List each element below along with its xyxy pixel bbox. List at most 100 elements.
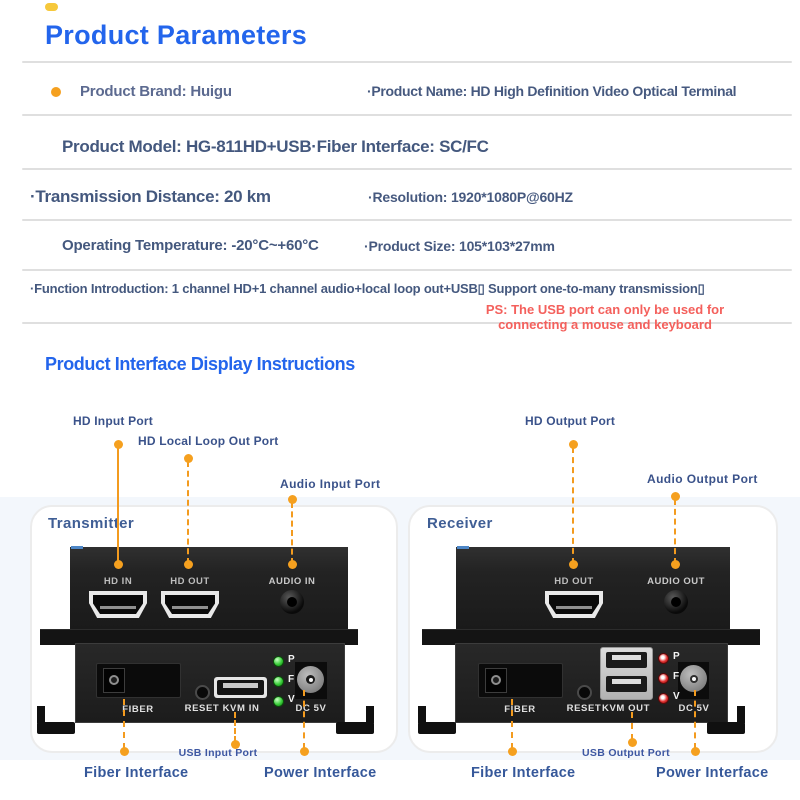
page-title: Product Parameters [45, 20, 308, 50]
leader-dot [628, 738, 637, 747]
leader-dot [288, 560, 297, 569]
param-size: ·Product Size: 105*103*27mm [364, 238, 555, 254]
tx-left-foot [37, 722, 75, 734]
leader-audio-input [291, 502, 293, 564]
tx-hd-out-label: HD OUT [170, 576, 210, 587]
rx-led-power [658, 653, 669, 664]
tx-panel-highlight [71, 546, 83, 549]
rx-audio-jack-hole [671, 597, 681, 607]
tx-audio-in-label: AUDIO IN [268, 576, 316, 587]
tx-led-fiber [273, 676, 284, 687]
leader-usb-input [234, 712, 236, 742]
rx-led-video [658, 693, 669, 704]
rx-fiber-label: FIBER [504, 704, 536, 715]
rx-usb-pin-2 [612, 679, 641, 684]
leader-hd-local-loop [187, 461, 189, 564]
rx-right-bracket [737, 706, 745, 723]
leader-power-rx [694, 690, 696, 749]
param-distance: ·Transmission Distance: 20 km [30, 187, 271, 206]
separator [22, 219, 792, 221]
rx-dc-label: DC 5V [678, 703, 710, 714]
rx-usb-pin-1 [612, 655, 641, 660]
param-brand: Product Brand: Huigu [80, 83, 232, 100]
tx-kvm-label: KVM IN [222, 703, 260, 714]
leader-dot [120, 747, 129, 756]
rx-hdmi-out-port [545, 591, 603, 618]
param-function: ·Function Introduction: 1 channel HD+1 c… [30, 281, 705, 296]
tx-dc-label: DC 5V [295, 703, 327, 714]
ps-note: PS: The USB port can only be used for co… [440, 302, 770, 332]
callout-hd-local-loop: HD Local Loop Out Port [138, 434, 279, 448]
tx-reset-button [195, 685, 210, 700]
callout-hd-output: HD Output Port [525, 414, 616, 428]
tx-hdmi-out-port [161, 591, 219, 618]
rx-flange [422, 629, 760, 645]
rx-left-bracket [418, 706, 426, 723]
tx-fiber-label: FIBER [122, 704, 154, 715]
rx-led-fiber [658, 673, 669, 684]
param-resolution: ·Resolution: 1920*1080P@60HZ [368, 189, 573, 205]
tx-led-f-label: F [288, 674, 295, 685]
tx-dc-jack-pin [309, 678, 313, 682]
tx-hdmi-in-port [89, 591, 147, 618]
rx-audio-out-label: AUDIO OUT [647, 576, 705, 587]
rx-hd-out-label: HD OUT [554, 576, 594, 587]
rx-fiber-ferrule [491, 675, 501, 685]
hdmi-port-inner [165, 595, 215, 614]
tx-led-p-label: P [288, 654, 295, 665]
tx-right-bracket [366, 706, 374, 723]
rx-right-foot [707, 722, 745, 734]
callout-power-tx: Power Interface [264, 765, 377, 781]
rx-reset-label: RESET [566, 703, 602, 714]
tx-led-v-label: V [288, 694, 295, 705]
tx-right-foot [336, 722, 374, 734]
callout-fiber-rx: Fiber Interface [471, 765, 576, 781]
rx-left-foot [418, 722, 456, 734]
leader-dot [288, 495, 297, 504]
leader-dot [231, 740, 240, 749]
separator [22, 322, 792, 324]
leader-power-tx [303, 690, 305, 749]
rx-reset-button [577, 685, 592, 700]
separator [22, 114, 792, 116]
tx-reset-label: RESET [184, 703, 220, 714]
bullet-icon [51, 87, 61, 97]
tx-kvm-usb-tongue [223, 683, 258, 688]
leader-dot [184, 454, 193, 463]
tx-hd-in-label: HD IN [103, 576, 133, 587]
rx-panel-highlight [457, 546, 469, 549]
receiver-title: Receiver [427, 515, 493, 532]
callout-usb-input: USB Input Port [178, 747, 258, 759]
callout-fiber-tx: Fiber Interface [84, 765, 189, 781]
rx-led-p-label: P [673, 651, 680, 662]
callout-usb-output: USB Output Port [582, 747, 670, 759]
hdmi-port-pins [172, 606, 208, 609]
leader-dot [300, 747, 309, 756]
tx-led-power [273, 656, 284, 667]
rx-dc-jack-pin [692, 677, 696, 681]
callout-audio-output: Audio Output Port [647, 472, 758, 486]
leader-audio-output [674, 499, 676, 564]
separator [22, 61, 792, 63]
leader-dot [184, 560, 193, 569]
leader-hd-output [572, 447, 574, 564]
leader-dot [671, 560, 680, 569]
section-title: Product Interface Display Instructions [45, 354, 355, 374]
hdmi-port-pins [100, 606, 136, 609]
leader-dot [569, 440, 578, 449]
leader-dot [114, 440, 123, 449]
leader-dot [671, 492, 680, 501]
tx-left-bracket [37, 706, 45, 723]
ps-note-line1: PS: The USB port can only be used for [485, 302, 725, 317]
separator [22, 168, 792, 170]
leader-fiber-tx [123, 699, 125, 749]
hdmi-port-inner [549, 595, 599, 614]
callout-power-rx: Power Interface [656, 765, 769, 781]
ps-note-line2: connecting a mouse and keyboard [498, 317, 712, 332]
rx-led-f-label: F [673, 671, 680, 682]
param-name: ·Product Name: HD High Definition Video … [367, 83, 737, 99]
param-model: Product Model: HG-811HD+USB·Fiber Interf… [62, 137, 489, 156]
decorative-yellow-mark [45, 3, 58, 11]
rx-kvm-label: KVM OUT [601, 703, 651, 714]
